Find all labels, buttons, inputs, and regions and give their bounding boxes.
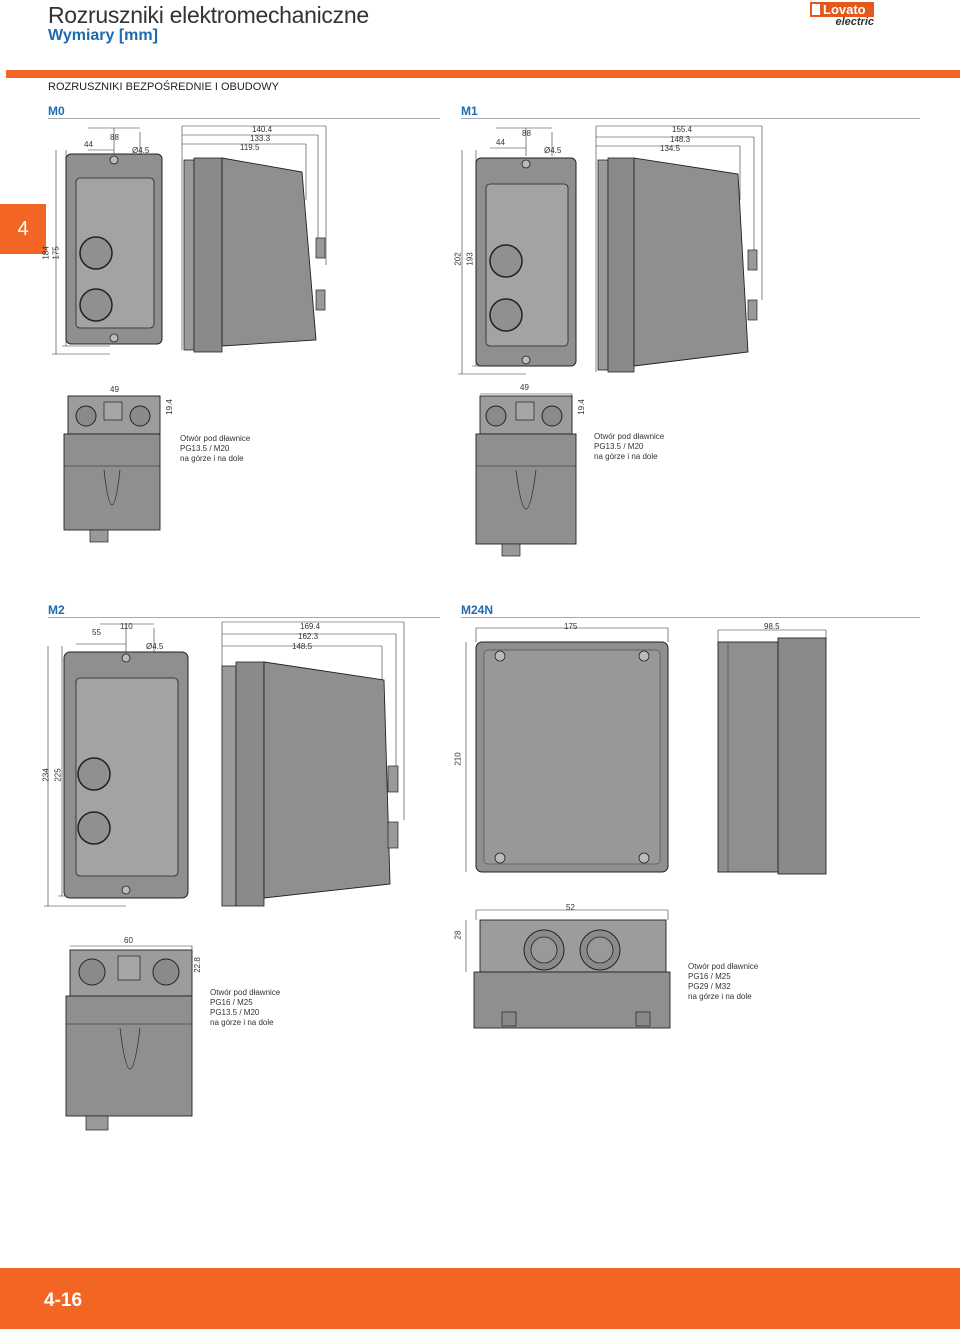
page-subtitle: Wymiary [mm] — [48, 27, 158, 44]
page-number: 4-16 — [44, 1290, 83, 1311]
m0-dim-88: 88 — [110, 133, 119, 142]
m24n-dim-w: 175 — [564, 622, 578, 631]
page-title: Rozruszniki elektromechaniczne — [48, 2, 369, 28]
m24n-note: Otwór pod dławnice PG16 / M25 PG29 / M32… — [688, 962, 758, 1002]
m0-side-view — [181, 125, 327, 353]
m24n-note-line1: Otwór pod dławnice — [688, 962, 759, 971]
m1-dim-hole: Ø4.5 — [544, 146, 562, 155]
divider-m1 — [461, 118, 920, 119]
m2-dim-hole: Ø4.5 — [146, 642, 164, 651]
m1-top-view — [475, 393, 577, 557]
m2-dim-110: 110 — [120, 622, 133, 631]
m24n-top-view — [465, 909, 671, 1029]
m0-dim-h1: 184 — [41, 246, 51, 260]
m2-dim-h1: 234 — [41, 768, 51, 782]
m1-dim-88: 88 — [522, 129, 531, 138]
m24n-dim-side: 98.5 — [764, 622, 780, 631]
m1-note-line2: PG13.5 / M20 — [594, 442, 644, 451]
m2-dim-side3: 148.5 — [292, 642, 313, 651]
m24n-note-line4: na górze i na dole — [688, 992, 752, 1001]
m24n-side-view — [717, 629, 827, 875]
m2-front-view — [44, 623, 189, 907]
m0-note-line3: na górze i na dole — [180, 454, 244, 463]
m1-dim-top-h: 19.4 — [576, 399, 586, 415]
m0-note: Otwór pod dławnice PG13.5 / M20 na górze… — [180, 434, 250, 464]
logo-suffix-text: electric — [835, 16, 874, 28]
m2-side-view — [221, 621, 405, 907]
logo-brand-text: Lovato — [823, 2, 866, 17]
m1-note-line1: Otwór pod dławnice — [594, 432, 665, 441]
m0-dim-side3: 119.5 — [240, 143, 260, 152]
divider-m24n — [461, 617, 920, 618]
divider-m0 — [48, 118, 440, 119]
m2-note-line4: na górze i na dole — [210, 1018, 274, 1027]
m1-dim-h2: 193 — [465, 252, 475, 266]
m2-note: Otwór pod dławnice PG16 / M25 PG13.5 / M… — [210, 988, 280, 1028]
m1-note: Otwór pod dławnice PG13.5 / M20 na górze… — [594, 432, 664, 462]
m0-dim-top-h: 19.4 — [164, 399, 174, 415]
m0-front-view — [52, 127, 163, 355]
m1-dim-top-w: 49 — [520, 383, 529, 392]
m24n-dim-top-w: 52 — [566, 903, 575, 912]
divider-m2 — [48, 617, 440, 618]
m1-dim-side2: 148.3 — [670, 135, 691, 144]
m1-side-view — [595, 125, 763, 373]
m0-dim-44: 44 — [84, 140, 93, 149]
m2-dim-side2: 162.3 — [298, 632, 319, 641]
m0-dim-side1: 140.4 — [252, 125, 273, 134]
m0-note-line1: Otwór pod dławnice — [180, 434, 251, 443]
m1-note-line3: na górze i na dole — [594, 452, 658, 461]
m2-dim-55: 55 — [92, 628, 101, 637]
label-m2: M2 — [48, 603, 65, 617]
m0-dim-side2: 133.3 — [250, 134, 271, 143]
m2-note-line3: PG13.5 / M20 — [210, 1008, 260, 1017]
m1-front-view — [458, 127, 577, 375]
m1-dim-h1: 202 — [453, 252, 463, 266]
m0-top-view — [63, 395, 161, 543]
m2-note-line1: Otwór pod dławnice — [210, 988, 281, 997]
m2-dim-top-h: 22.8 — [192, 957, 202, 973]
bottom-accent-bar — [0, 1268, 960, 1329]
m24n-dim-h: 210 — [453, 752, 463, 766]
m2-top-view — [65, 945, 193, 1131]
m1-dim-44: 44 — [496, 138, 505, 147]
m0-dim-hole: Ø4.5 — [132, 146, 150, 155]
m2-dim-top-w: 60 — [124, 936, 133, 945]
m0-dim-h2: 175 — [51, 246, 61, 260]
m24n-note-line3: PG29 / M32 — [688, 982, 731, 991]
m0-note-line2: PG13.5 / M20 — [180, 444, 230, 453]
m1-dim-side3: 134.5 — [660, 144, 681, 153]
chapter-tab: 4 — [0, 204, 46, 254]
brand-logo: Lovato electric — [810, 2, 874, 28]
m24n-note-line2: PG16 / M25 — [688, 972, 731, 981]
m2-dim-h2: 225 — [53, 768, 63, 782]
m2-dim-side1: 169.4 — [300, 622, 321, 631]
label-m24n: M24N — [461, 603, 494, 617]
m0-dim-top-w: 49 — [110, 385, 119, 394]
section-title: ROZRUSZNIKI BEZPOŚREDNIE I OBUDOWY — [48, 81, 280, 93]
m2-note-line2: PG16 / M25 — [210, 998, 253, 1007]
m24n-front-view — [465, 627, 669, 873]
m1-dim-side1: 155.4 — [672, 125, 693, 134]
label-m0: M0 — [48, 104, 65, 118]
label-m1: M1 — [461, 104, 478, 118]
top-accent-bar — [6, 70, 960, 78]
m24n-dim-top-h: 28 — [453, 930, 463, 940]
